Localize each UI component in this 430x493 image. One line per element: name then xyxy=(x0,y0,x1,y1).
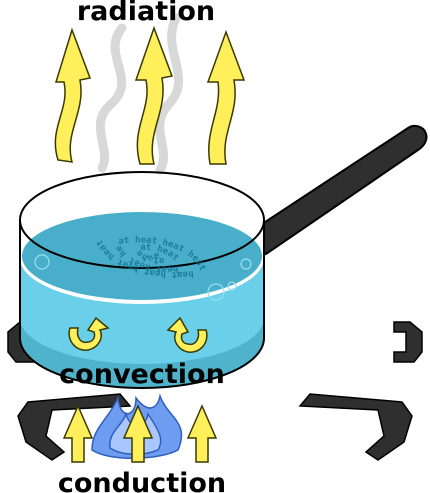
convection-label: convection xyxy=(59,359,225,390)
radiation-label: radiation xyxy=(77,0,215,27)
conduction-label: conduction xyxy=(58,468,226,493)
steam-icon xyxy=(95,13,184,175)
pan-icon xyxy=(19,171,265,389)
convection-arrow-icon xyxy=(68,316,208,353)
conduction-arrow-icon xyxy=(62,404,218,463)
radiation-arrow-icon xyxy=(54,25,246,165)
pan-handle xyxy=(248,125,428,256)
